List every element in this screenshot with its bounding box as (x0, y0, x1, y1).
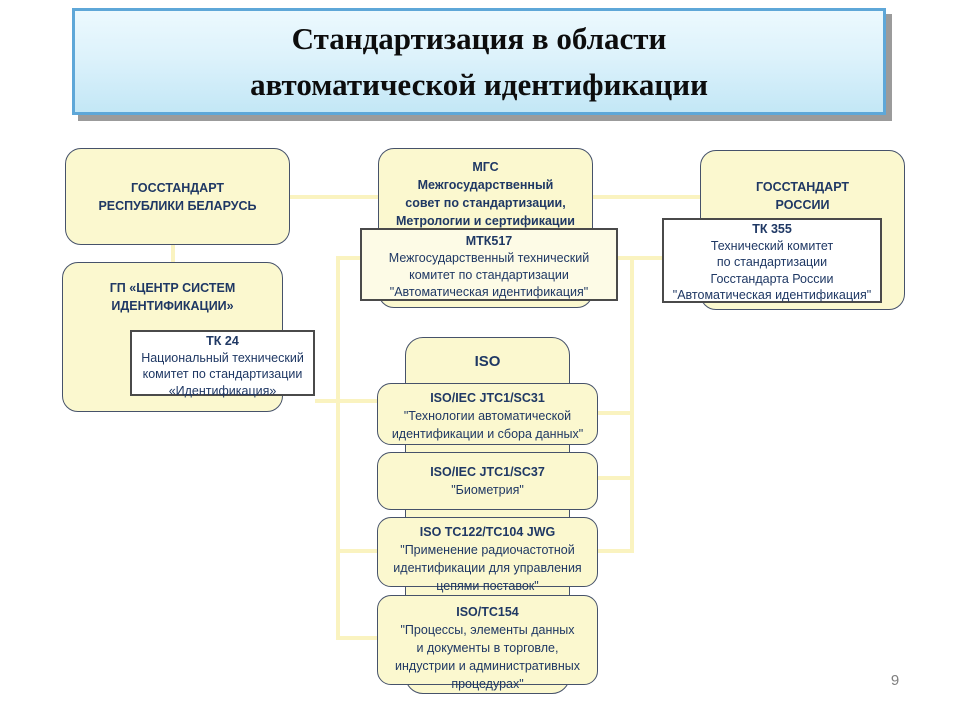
node-header: ГОССТАНДАРТ РЕСПУБЛИКИ БЕЛАРУСЬ (98, 180, 257, 213)
node-iso-tc122-tc104-jwg: ISO TC122/TC104 JWG "Применение радиочас… (377, 517, 598, 593)
node-body: "Процессы, элементы данных и документы в… (395, 623, 580, 691)
page-number: 9 (890, 672, 900, 689)
node-header: МГС Межгосударственный совет по стандарт… (396, 160, 575, 228)
node-header: ISO (474, 353, 501, 370)
connector-bus-tc154-left (336, 636, 379, 640)
node-header: ТК 24 (206, 334, 239, 348)
connector-left-bus (336, 256, 340, 640)
title-box: Стандартизация в области автоматической … (72, 8, 886, 115)
node-tk355: ТК 355 Технический комитет по стандартиз… (662, 218, 882, 303)
node-body: Технический комитет по стандартизации Го… (672, 238, 872, 303)
node-header: ГОССТАНДАРТ РОССИИ (755, 180, 850, 212)
node-body: "Технологии автоматической идентификации… (391, 409, 584, 441)
node-gosstandart-belarus: ГОССТАНДАРТ РЕСПУБЛИКИ БЕЛАРУСЬ (65, 148, 290, 245)
connector-bus-tc122-left (336, 549, 379, 553)
node-iso-iec-jtc1-sc31: ISO/IEC JTC1/SC31 "Технологии автоматиче… (377, 383, 598, 445)
connector-right-bus (630, 256, 634, 553)
node-mtk517: МТК517 Межгосударственный технический ко… (360, 228, 618, 301)
connector-rb-to-gp (171, 245, 175, 264)
node-body: "Биометрия" (451, 483, 524, 497)
node-tk24: ТК 24 Национальный технический комитет п… (130, 330, 315, 398)
node-header: ГП «ЦЕНТР СИСТЕМ ИДЕНТИФИКАЦИИ» (109, 281, 236, 313)
node-iso-tc154: ISO/TC154 "Процессы, элементы данных и д… (377, 595, 598, 691)
node-header: МТК517 (465, 234, 513, 248)
node-header: ISO TC122/TC104 JWG (419, 525, 556, 539)
node-header: ТК 355 (752, 222, 792, 236)
node-header: ISO/TC154 (456, 605, 519, 619)
node-body: Межгосударственный технический комитет п… (388, 251, 590, 299)
title-text: Стандартизация в области автоматической … (250, 20, 708, 102)
node-iso-iec-jtc1-sc37: ISO/IEC JTC1/SC37 "Биометрия" (377, 452, 598, 510)
node-header: ISO/IEC JTC1/SC31 (430, 391, 545, 405)
node-body: Национальный технический комитет по стан… (141, 350, 304, 398)
connector-tk24-sc31 (315, 399, 379, 403)
connector-tc122-right (596, 549, 632, 553)
connector-sc31-right (596, 411, 632, 415)
node-header: ISO/IEC JTC1/SC37 (430, 465, 545, 479)
node-body: "Применение радиочастотной идентификации… (393, 543, 582, 593)
connector-sc37-right (596, 476, 632, 480)
